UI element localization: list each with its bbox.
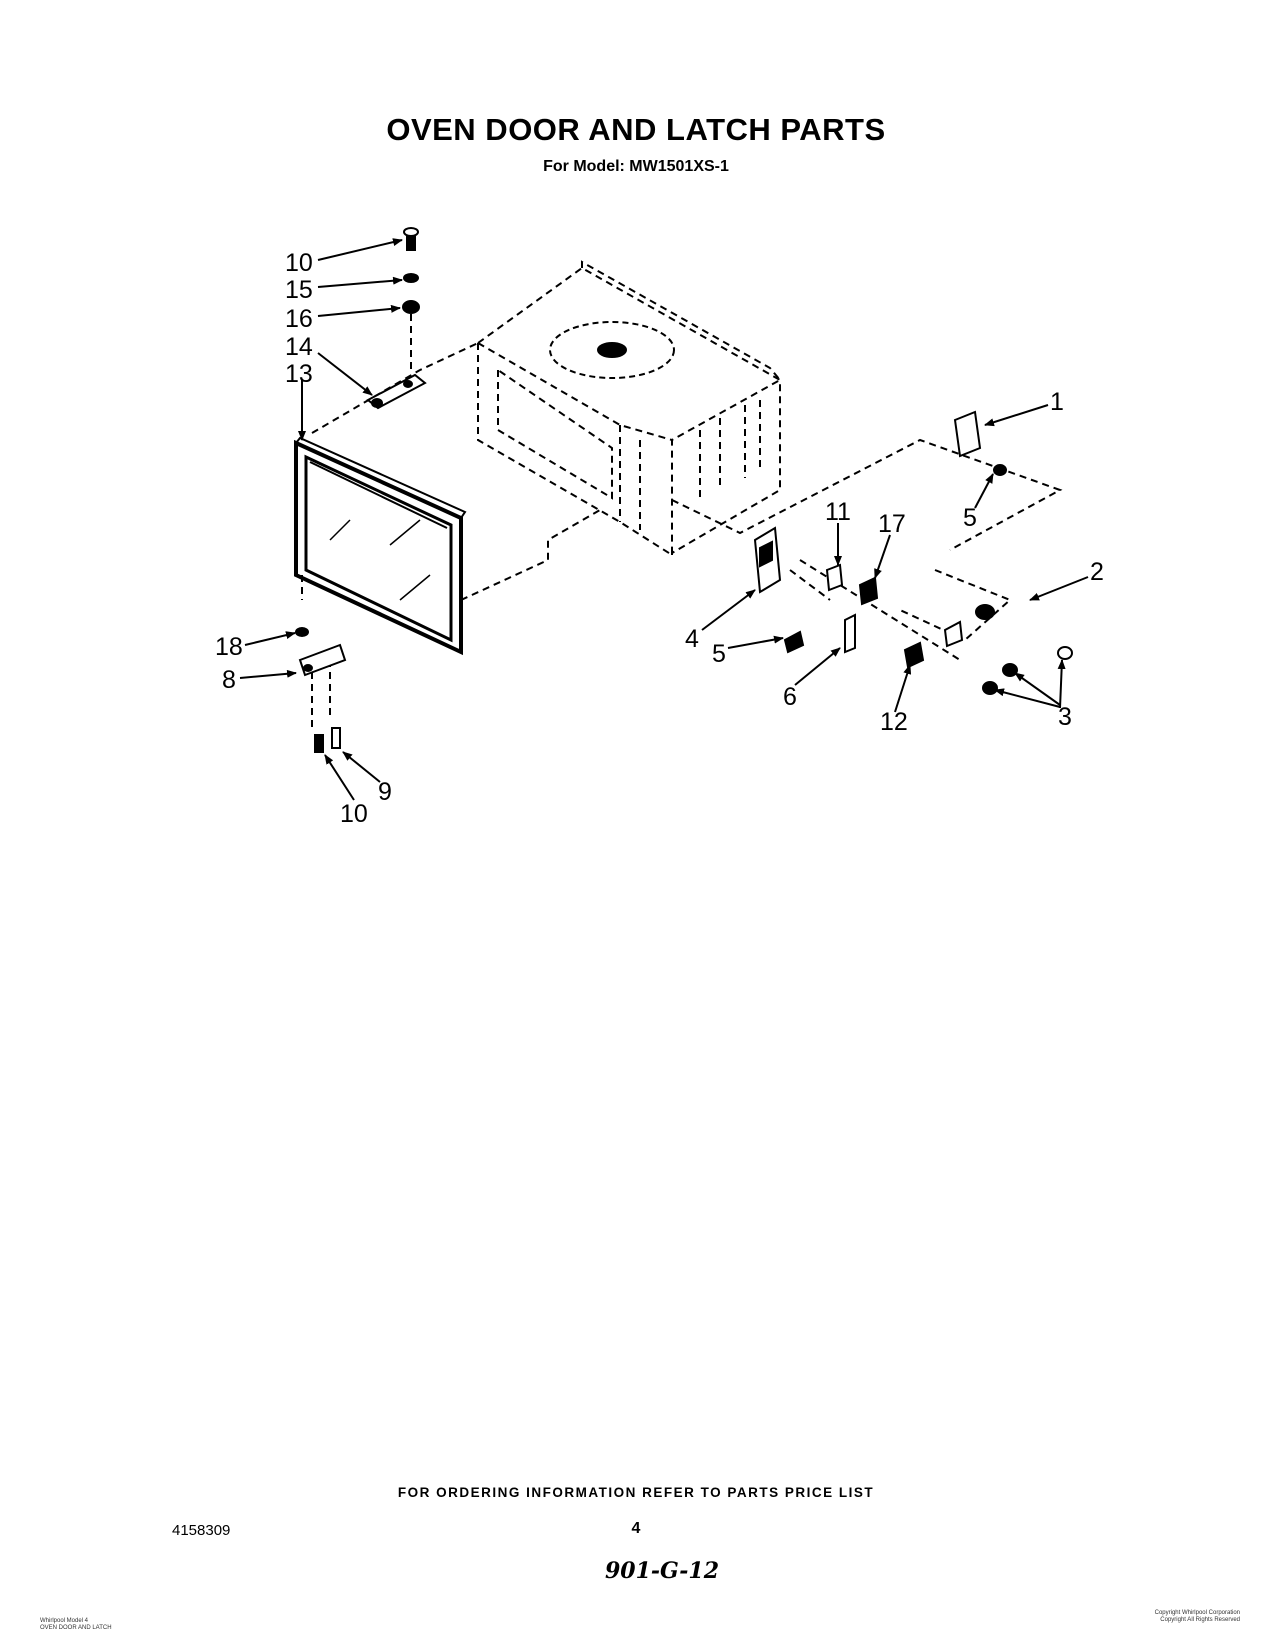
turntable bbox=[549, 321, 675, 379]
bottom-hinge-assembly bbox=[295, 627, 347, 753]
handwritten-note: 901-G-12 bbox=[605, 1558, 719, 1584]
latch-assembly bbox=[753, 410, 1073, 695]
assembly-lines bbox=[301, 302, 1063, 730]
model-subtitle: For Model: MW1501XS-1 bbox=[543, 158, 729, 175]
footer-left-line-2: OVEN DOOR AND LATCH bbox=[40, 1625, 112, 1631]
callout-8: 8 bbox=[222, 666, 236, 694]
ordering-note: FOR ORDERING INFORMATION REFER TO PARTS … bbox=[397, 1485, 875, 1500]
footer-left-line-1: Whirlpool Model 4 bbox=[40, 1618, 89, 1624]
callout-1: 1 bbox=[1050, 388, 1064, 416]
page-number: 4 bbox=[631, 1520, 641, 1537]
callout-6: 6 bbox=[783, 683, 797, 711]
oven-door bbox=[294, 436, 467, 656]
callout-10-bottom: 10 bbox=[340, 800, 368, 828]
callout-16: 16 bbox=[285, 305, 313, 333]
top-hinge-assembly bbox=[366, 227, 427, 410]
callout-4: 4 bbox=[685, 625, 699, 653]
footer-right-line-2: Copyright All Rights Reserved bbox=[1160, 1617, 1240, 1623]
callout-10-top: 10 bbox=[285, 249, 313, 277]
leader-arrows bbox=[239, 238, 1089, 801]
callout-5-right: 5 bbox=[963, 504, 977, 532]
page-title: OVEN DOOR AND LATCH PARTS bbox=[386, 112, 886, 147]
footer-copyright: Copyright Whirlpool Corporation Copyrigh… bbox=[1000, 1610, 1240, 1624]
callout-13: 13 bbox=[285, 360, 313, 388]
callout-9: 9 bbox=[378, 778, 392, 806]
callout-11: 11 bbox=[825, 498, 851, 526]
footer-right-line-1: Copyright Whirlpool Corporation bbox=[1154, 1610, 1240, 1616]
callout-12: 12 bbox=[880, 708, 908, 736]
oven-cabinet bbox=[477, 260, 781, 557]
callout-18: 18 bbox=[215, 633, 243, 661]
callout-2: 2 bbox=[1090, 558, 1104, 586]
callout-14: 14 bbox=[285, 333, 313, 361]
callout-3: 3 bbox=[1058, 703, 1072, 731]
document-part-number: 4158309 bbox=[172, 1522, 231, 1539]
callout-5-left: 5 bbox=[712, 640, 726, 668]
callout-15: 15 bbox=[285, 276, 313, 304]
footer-left-caption: Whirlpool Model 4 OVEN DOOR AND LATCH bbox=[40, 1618, 112, 1632]
callout-17: 17 bbox=[878, 510, 906, 538]
